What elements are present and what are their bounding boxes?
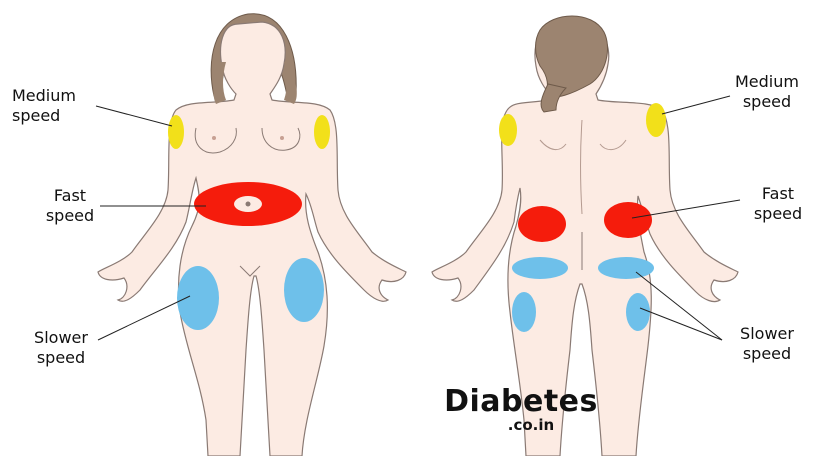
back-slower-label-line2: speed bbox=[722, 344, 812, 364]
front-thigh-right-slower-zone bbox=[284, 258, 324, 322]
front-arm-right-medium-zone bbox=[314, 115, 330, 149]
front-slower-label-line1: Slower bbox=[16, 328, 106, 348]
pointer-back-medium bbox=[662, 96, 730, 114]
back-thigh-right-slower-zone bbox=[626, 293, 650, 331]
front-slower-label-line2: speed bbox=[16, 348, 106, 368]
back-medium-label-line2: speed bbox=[722, 92, 812, 112]
front-navel bbox=[246, 202, 251, 207]
logo-main-text: Diabetes bbox=[426, 386, 616, 418]
front-slower-label: Slower speed bbox=[16, 328, 106, 368]
back-lower-buttock-right-slower-zone bbox=[598, 257, 654, 279]
front-medium-label-line1: Medium bbox=[12, 86, 76, 106]
back-medium-label-line1: Medium bbox=[722, 72, 812, 92]
back-buttock-right-fast-zone bbox=[604, 202, 652, 238]
back-lower-buttock-left-slower-zone bbox=[512, 257, 568, 279]
back-arm-right-medium-zone bbox=[646, 103, 666, 137]
pointer-back-slower-lower bbox=[640, 308, 722, 340]
front-medium-label: Medium speed bbox=[12, 86, 76, 126]
back-fast-label-line1: Fast bbox=[738, 184, 818, 204]
back-arm-left-medium-zone bbox=[499, 114, 517, 146]
front-fast-label-line1: Fast bbox=[30, 186, 110, 206]
pointer-front-medium bbox=[96, 106, 172, 126]
front-fast-label-line2: speed bbox=[30, 206, 110, 226]
front-arm-left-medium-zone bbox=[168, 115, 184, 149]
back-fast-label-line2: speed bbox=[738, 204, 818, 224]
pointer-front-slower bbox=[98, 296, 190, 340]
front-figure bbox=[98, 14, 406, 456]
back-slower-label: Slower speed bbox=[722, 324, 812, 364]
back-buttock-left-fast-zone bbox=[518, 206, 566, 242]
back-fast-label: Fast speed bbox=[738, 184, 818, 224]
back-slower-label-line1: Slower bbox=[722, 324, 812, 344]
front-body bbox=[98, 22, 406, 456]
front-nipple-left bbox=[212, 136, 216, 140]
front-medium-label-line2: speed bbox=[12, 106, 76, 126]
diabetes-logo: Diabetes .co.in bbox=[426, 386, 616, 433]
front-nipple-right bbox=[280, 136, 284, 140]
back-medium-label: Medium speed bbox=[722, 72, 812, 112]
logo-domain-text: .co.in bbox=[426, 417, 616, 433]
front-thigh-left-slower-zone bbox=[177, 266, 219, 330]
back-thigh-left-slower-zone bbox=[512, 292, 536, 332]
front-fast-label: Fast speed bbox=[30, 186, 110, 226]
